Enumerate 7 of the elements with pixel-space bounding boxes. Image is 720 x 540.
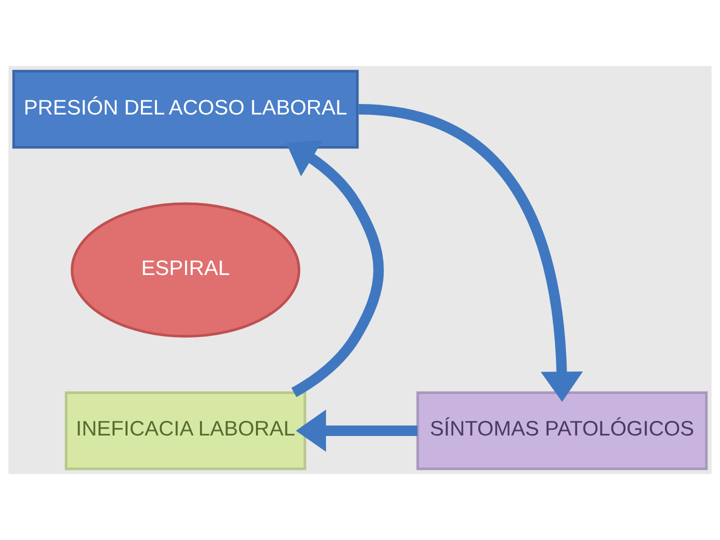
node-box: PRESIÓN DEL ACOSO LABORAL xyxy=(12,70,359,149)
node-ellipse: ESPIRAL xyxy=(70,202,300,338)
arrow xyxy=(296,410,418,452)
arrow xyxy=(286,140,384,398)
arrow xyxy=(358,104,583,402)
node-box: SÍNTOMAS PATOLÓGICOS xyxy=(416,391,708,470)
node-box: INEFICACIA LABORAL xyxy=(64,391,306,470)
